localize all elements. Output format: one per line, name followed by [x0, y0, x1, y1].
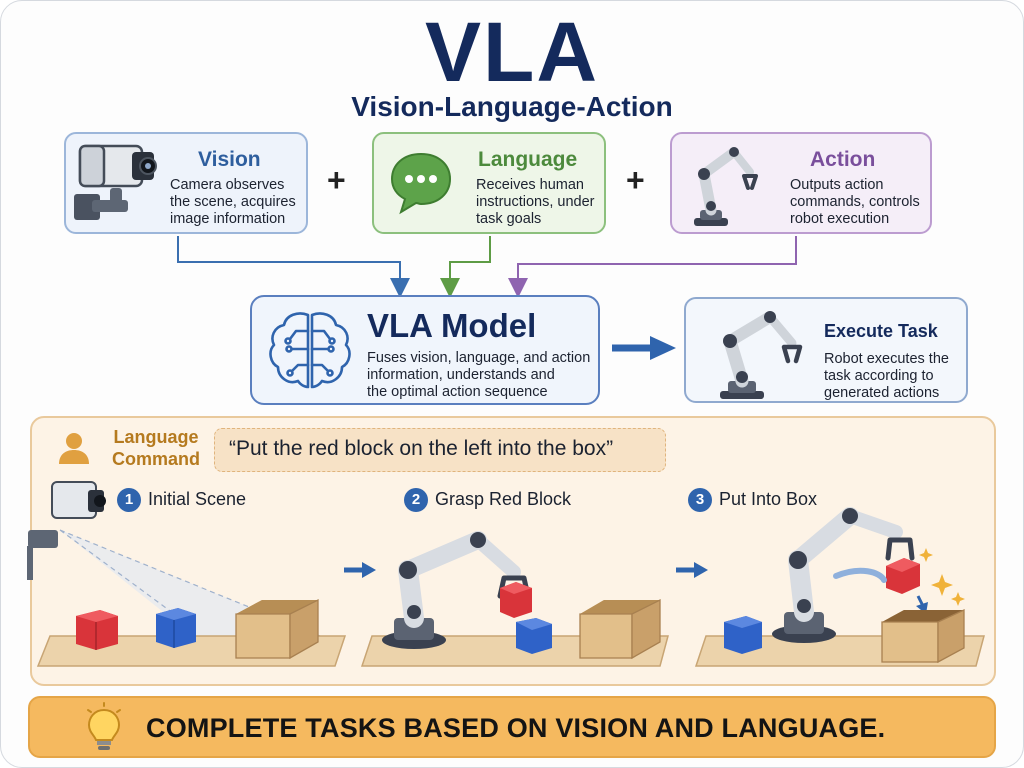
brain-circuit-icon	[269, 312, 351, 389]
vision-connector	[177, 236, 410, 298]
execute-task-description: Robot executes the task according to gen…	[824, 351, 966, 402]
main-title: VLA	[425, 5, 599, 99]
plus-sign: +	[626, 162, 645, 198]
language-desc-line: Receives human	[476, 177, 584, 193]
language-title: Language	[478, 148, 578, 171]
put-into-box-scene-illustration	[694, 507, 985, 667]
execute-desc-line: task according to	[824, 368, 934, 384]
step-label-grasp-red-block: Grasp Red Block	[435, 489, 572, 509]
robot-arm-icon	[694, 147, 758, 226]
language-connector	[440, 236, 491, 298]
summary-banner	[28, 696, 996, 758]
person-icon	[59, 433, 89, 464]
language-desc-line: task goals	[476, 211, 542, 227]
command-label-line: Language	[113, 427, 199, 447]
action-title: Action	[810, 148, 876, 171]
summary-banner-text: COMPLETE TASKS BASED ON VISION AND LANGU…	[146, 713, 886, 743]
model-desc-line: the optimal action sequence	[367, 384, 548, 400]
vision-desc-line: image information	[170, 211, 286, 227]
light-bulb-icon	[87, 702, 121, 750]
camera-icon	[74, 144, 157, 220]
action-connector	[508, 236, 797, 298]
plus-sign: +	[327, 162, 346, 198]
step-number-badge: 3	[688, 488, 712, 512]
vision-desc-line: Camera observes	[170, 177, 285, 193]
subtitle: Vision-Language-Action	[351, 91, 673, 122]
vision-title: Vision	[198, 148, 261, 171]
execute-desc-line: generated actions	[824, 385, 940, 401]
step-number-badge: 2	[404, 488, 428, 512]
robot-arm-icon	[720, 311, 803, 399]
model-desc-line: information, understands and	[367, 367, 555, 383]
vision-card: Vision Camera observes the scene, acquir…	[64, 132, 308, 234]
action-card: Action Outputs action commands, controls…	[670, 132, 932, 234]
step-number-badge: 1	[117, 488, 141, 512]
model-desc-line: Fuses vision, language, and action	[367, 350, 591, 366]
vla-model-card: VLA Model Fuses vision, language, and ac…	[250, 295, 600, 405]
vla-model-description: Fuses vision, language, and action infor…	[367, 350, 599, 401]
execute-task-title: Execute Task	[824, 321, 938, 341]
language-desc-line: instructions, under	[476, 194, 595, 210]
action-desc-line: commands, controls	[790, 194, 920, 210]
language-card: Language Receives human instructions, un…	[372, 132, 606, 234]
execute-task-card: Execute Task Robot executes the task acc…	[684, 297, 968, 403]
grasp-scene-illustration	[360, 531, 669, 667]
vision-description: Camera observes the scene, acquires imag…	[170, 177, 296, 228]
vla-model-title: VLA Model	[367, 307, 537, 344]
language-description: Receives human instructions, under task …	[476, 177, 594, 228]
command-label-line: Command	[111, 449, 200, 469]
vision-desc-line: the scene, acquires	[170, 194, 296, 210]
step-label-initial-scene: Initial Scene	[148, 489, 247, 509]
initial-scene-illustration	[27, 481, 347, 667]
sparkle-icon	[919, 548, 965, 606]
action-description: Outputs action commands, controls robot …	[790, 177, 920, 228]
action-desc-line: robot execution	[790, 211, 890, 227]
chat-bubble-icon	[390, 152, 452, 215]
action-desc-line: Outputs action	[790, 177, 884, 193]
step-label-put-into-box: Put Into Box	[719, 489, 818, 509]
execute-desc-line: Robot executes the	[824, 351, 949, 367]
language-command-text: “Put the red block on the left into the …	[214, 428, 666, 472]
language-command-label: Language Command	[104, 426, 208, 470]
